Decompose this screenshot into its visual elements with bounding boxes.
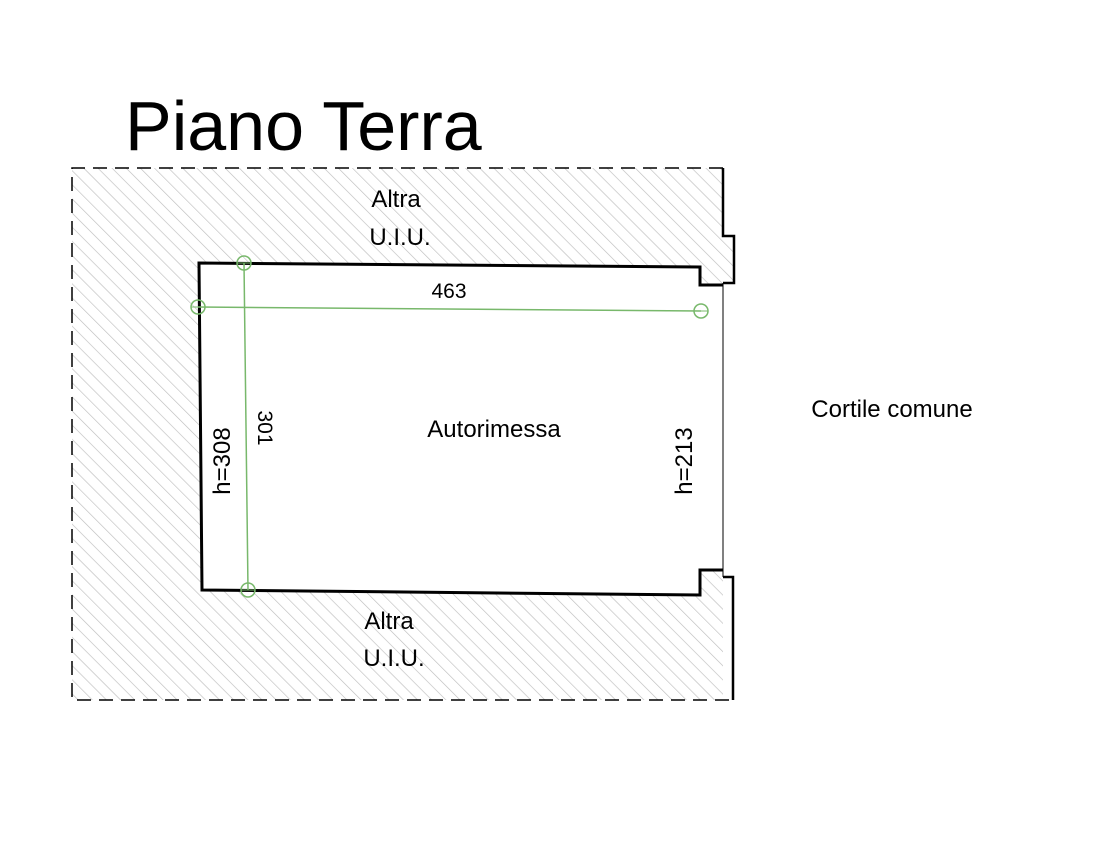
measurement-depth <box>236 255 256 598</box>
lower-neighbor-label-line1: Altra <box>364 608 414 635</box>
height-left-label: h=308 <box>209 427 236 494</box>
width-dimension-label: 463 <box>431 280 466 303</box>
courtyard-label: Cortile comune <box>811 396 972 423</box>
neighbor-hatched-area <box>72 168 734 700</box>
measurement-width <box>190 299 709 319</box>
upper-neighbor-label-line2: U.I.U. <box>369 224 430 251</box>
room-label: Autorimessa <box>427 416 561 443</box>
garage-outline <box>197 261 723 597</box>
upper-neighbor-label-line1: Altra <box>371 186 421 213</box>
lower-neighbor-label-line2: U.I.U. <box>363 645 424 672</box>
courtyard-wall-upper <box>721 168 736 285</box>
plan-title: Piano Terra <box>125 87 482 165</box>
courtyard-wall-lower <box>723 575 735 700</box>
depth-dimension-label: 301 <box>253 410 276 445</box>
height-right-label: h=213 <box>671 427 698 494</box>
